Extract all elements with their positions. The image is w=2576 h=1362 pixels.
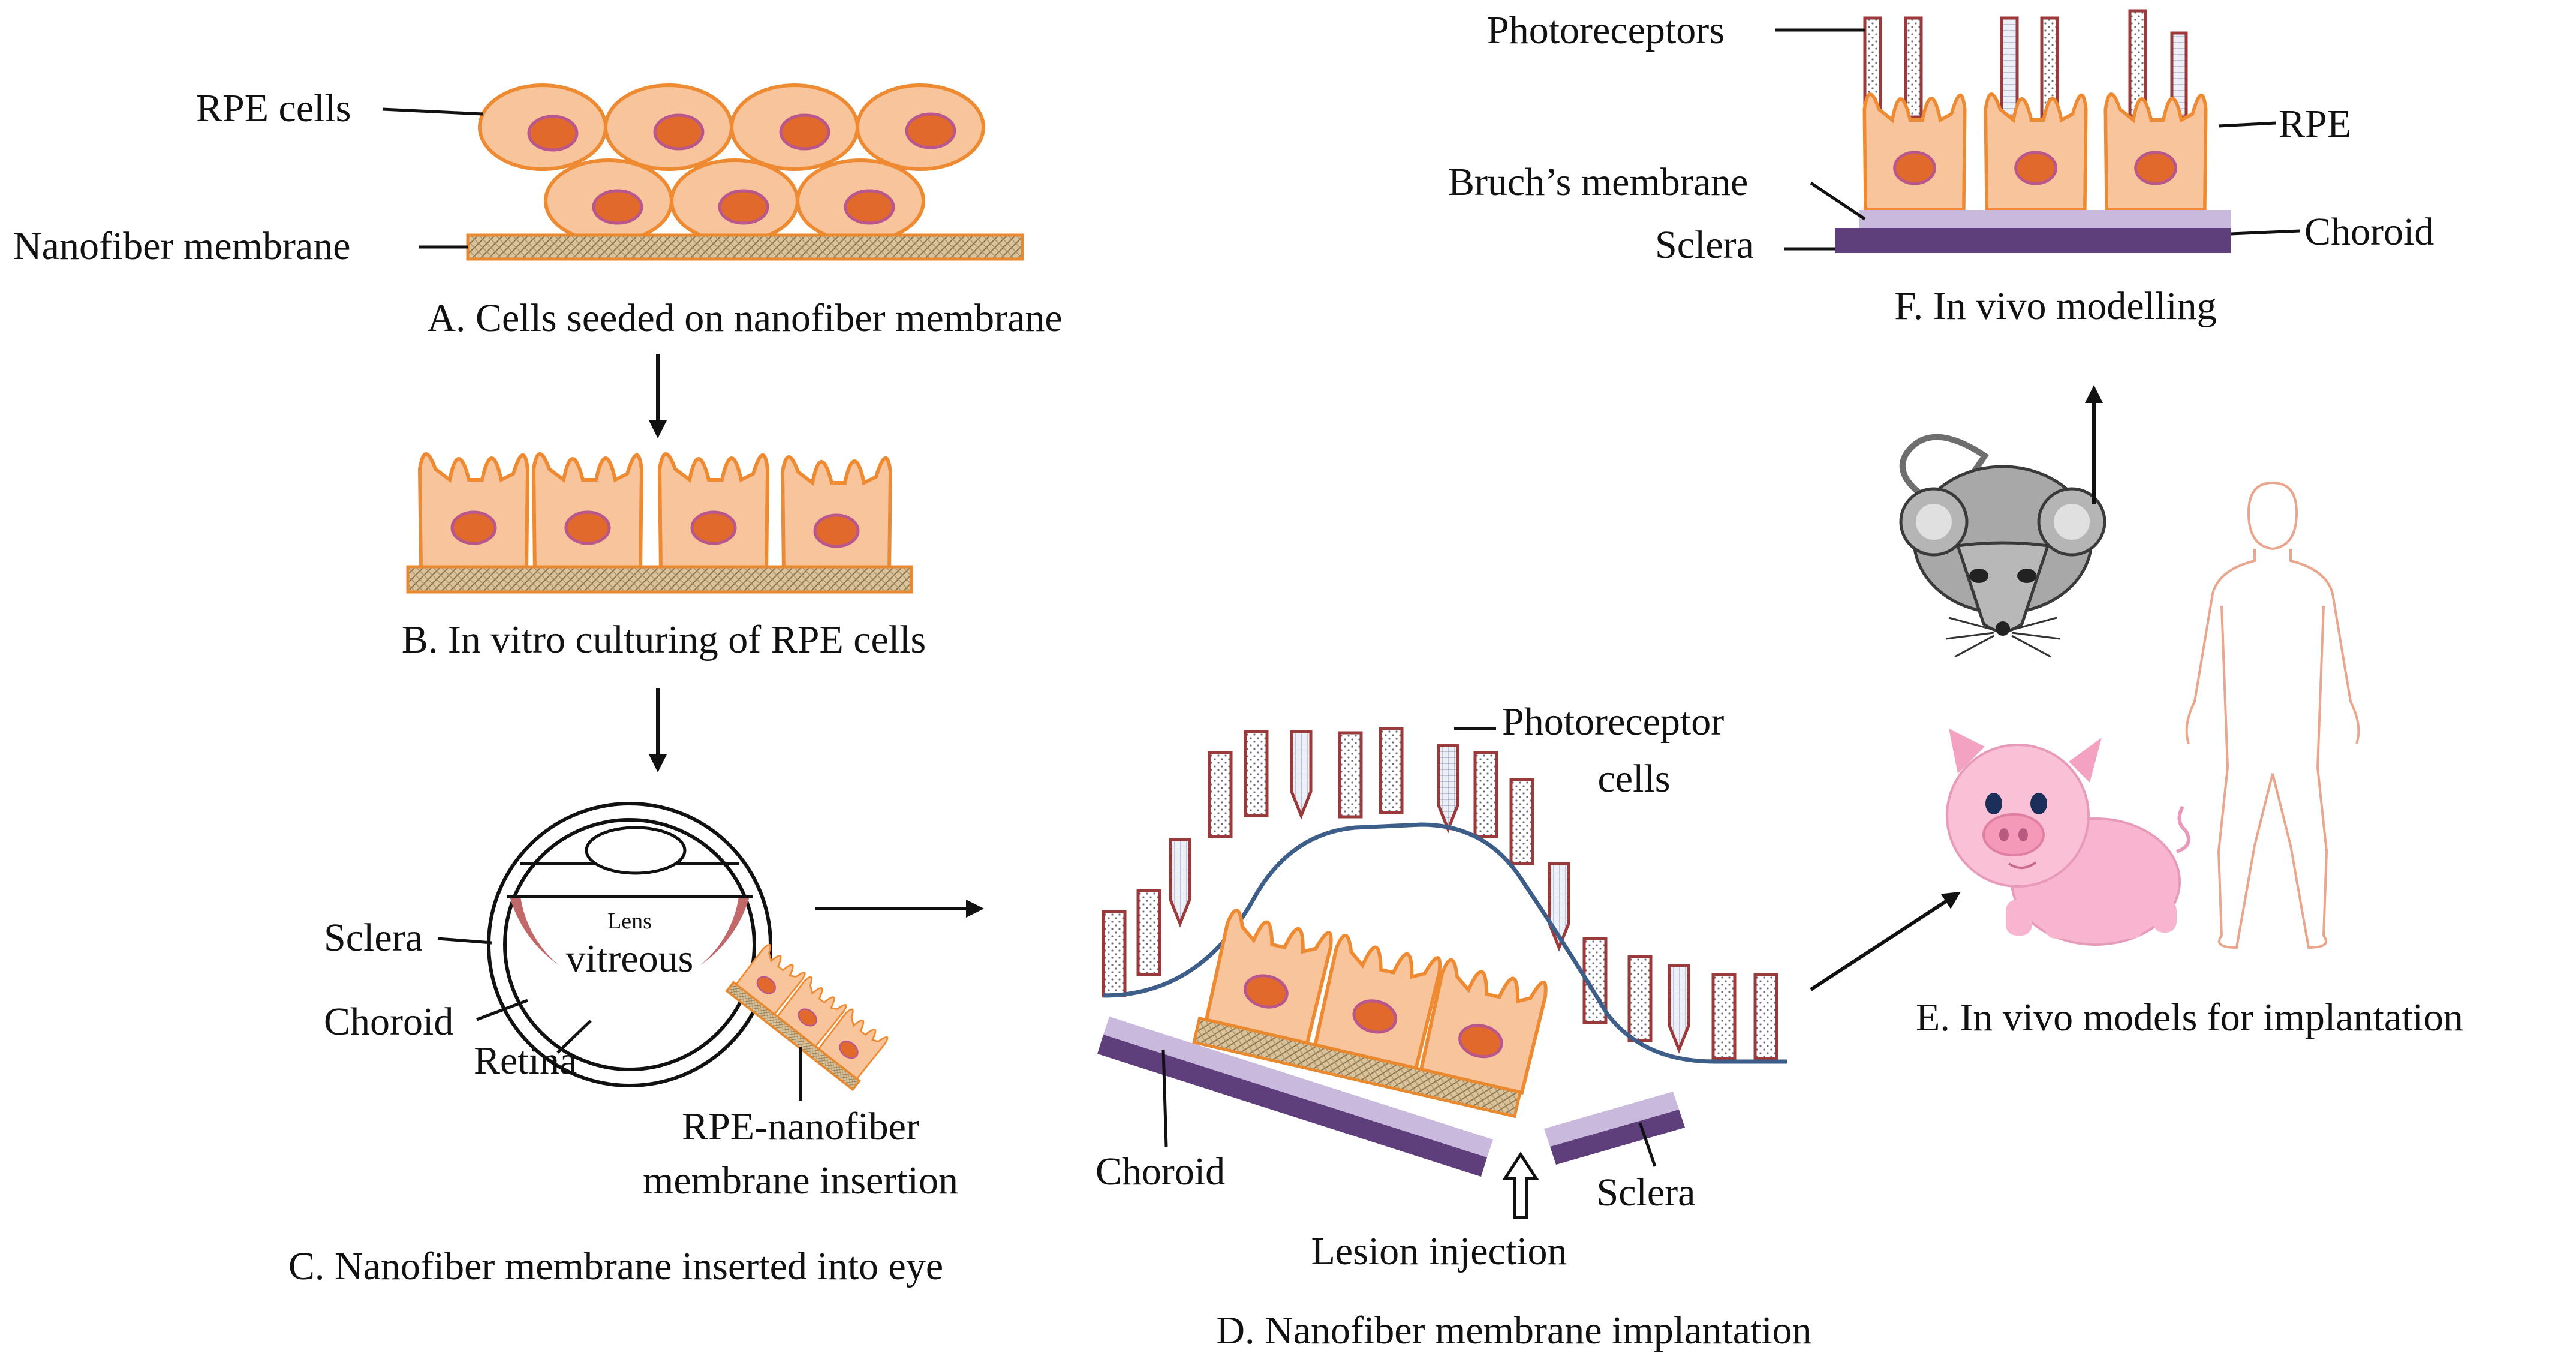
- rpe-label-f: RPE: [2279, 102, 2351, 146]
- human-silhouette: [2185, 481, 2360, 949]
- panel-d: Photoreceptor cells Choroid Sclera Lesio…: [1096, 700, 1812, 1352]
- panel-e: E. In vivo models for implantation: [1899, 434, 2463, 1039]
- sclera-label-f: Sclera: [1655, 223, 1754, 267]
- sclera-layer-f: [1835, 228, 2231, 253]
- retina-label-c: Retina: [474, 1039, 577, 1083]
- nanofiber-membrane-b: [406, 565, 913, 594]
- caption-e: E. In vivo models for implantation: [1916, 996, 2463, 1039]
- choroid-sclera-right: [1544, 1092, 1685, 1165]
- choroid-sclera-left: [1097, 1017, 1493, 1177]
- panel-f: Photoreceptors RPE Bruch’s membrane Chor…: [1448, 8, 2434, 328]
- caption-b: B. In vitro culturing of RPE cells: [402, 618, 926, 662]
- nanofiber-membrane-a: [466, 233, 1024, 261]
- nanofiber-membrane-label: Nanofiber membrane: [13, 224, 351, 268]
- vitreous-label: vitreous: [566, 937, 694, 981]
- panel-c: Lens vitreous Sclera Choroid Retina RPE-…: [288, 802, 958, 1288]
- mouse-illustration: [1899, 434, 2106, 658]
- lesion-injection-label: Lesion injection: [1311, 1229, 1567, 1273]
- sclera-label-c: Sclera: [324, 916, 423, 960]
- bruch-membrane-label: Bruch’s membrane: [1448, 160, 1748, 204]
- implanted-rpe-strip: [1192, 908, 1548, 1119]
- rpe-cell-group-top: [478, 83, 985, 171]
- rpe-cells-label: RPE cells: [196, 86, 351, 130]
- insertion-label-1: RPE-nanofiber: [682, 1105, 919, 1148]
- choroid-label-d: Choroid: [1096, 1150, 1225, 1193]
- insertion-label-2: membrane insertion: [643, 1159, 958, 1202]
- pig-illustration: [1946, 729, 2190, 946]
- panel-b: B. In vitro culturing of RPE cells: [402, 454, 926, 662]
- panel-a: RPE cells Nanofiber membrane A. Cells se…: [13, 83, 1063, 340]
- arrow-d-to-e: [1810, 891, 1961, 991]
- choroid-label-f: Choroid: [2304, 210, 2434, 254]
- sclera-label-d: Sclera: [1597, 1171, 1696, 1214]
- photoreceptor-cells-label-1: Photoreceptor: [1502, 700, 1724, 744]
- bruch-membrane-f: [1859, 210, 2231, 228]
- photoreceptors-label: Photoreceptors: [1487, 8, 1725, 52]
- lens-label: Lens: [607, 909, 652, 934]
- caption-f: F. In vivo modelling: [1894, 284, 2216, 328]
- rpe-cell-group-bottom: [544, 158, 925, 243]
- photoreceptor-cells-label-2: cells: [1598, 757, 1671, 801]
- caption-a: A. Cells seeded on nanofiber membrane: [427, 296, 1062, 340]
- caption-c: C. Nanofiber membrane inserted into eye: [288, 1244, 943, 1288]
- lesion-injection-arrow: [1502, 1151, 1539, 1219]
- caption-d: D. Nanofiber membrane implantation: [1216, 1309, 1811, 1352]
- eye-diagram: [487, 802, 772, 1087]
- choroid-label-c: Choroid: [324, 1000, 453, 1044]
- rpe-nanofiber-strip: [725, 942, 890, 1092]
